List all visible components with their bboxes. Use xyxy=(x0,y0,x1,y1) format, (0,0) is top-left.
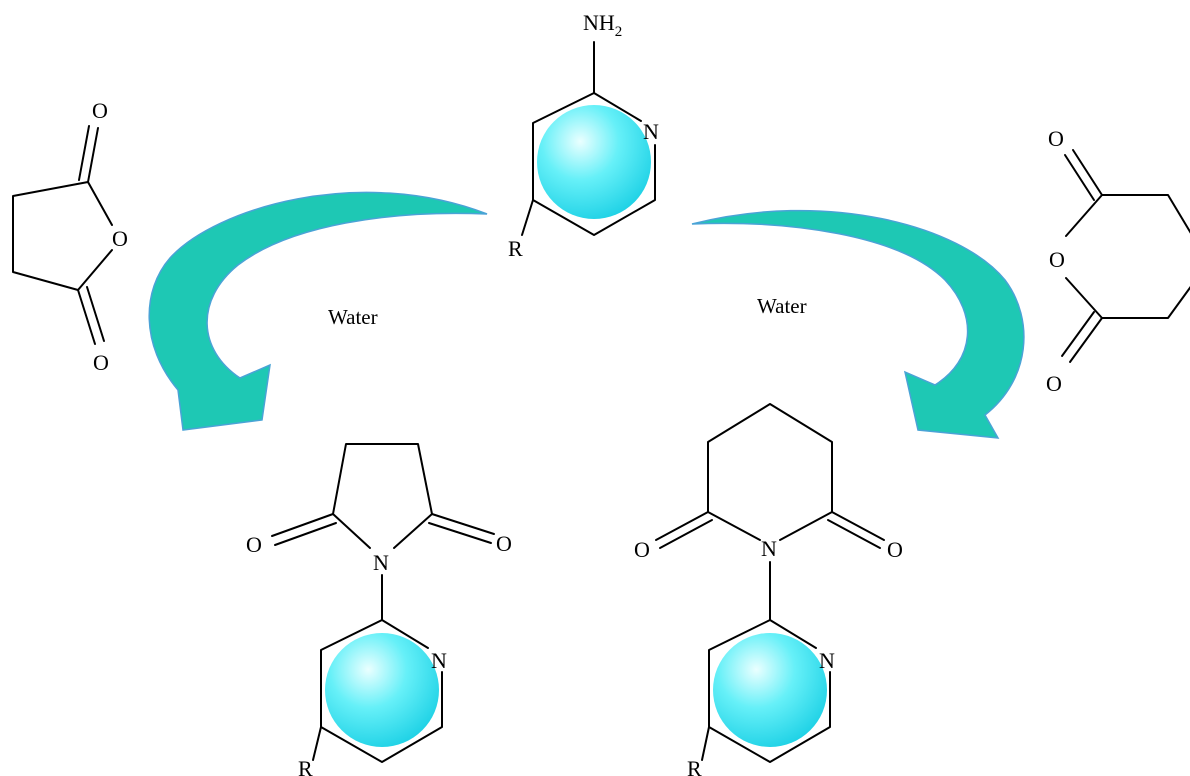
glutarimide-r-bond xyxy=(701,726,710,761)
succinimide-o-left: O xyxy=(246,532,262,557)
aminopyridine-aromatic-ring xyxy=(537,105,651,219)
succinimide-carbonyl-right-2 xyxy=(428,522,492,544)
right-arrow-outline xyxy=(691,209,1025,439)
succinic-anhydride-o-bottom: O xyxy=(93,350,109,375)
glutaric-anhydride-carbonyl-top-2 xyxy=(1064,154,1095,201)
glutaric-anhydride-o-bottom: O xyxy=(1046,371,1062,396)
succinimide-product: O N O N R xyxy=(246,443,512,776)
succinimide-carbonyl-left-2 xyxy=(274,522,337,546)
glutaric-anhydride-reactant: O O O xyxy=(1046,126,1190,396)
succinic-anhydride-carbonyl-bottom-1 xyxy=(77,289,96,345)
left-reaction-arrow xyxy=(149,192,487,430)
succinic-anhydride-carbonyl-top-1 xyxy=(87,127,99,183)
glutarimide-product: O N O N R xyxy=(634,403,903,776)
succinimide-ring-n: N xyxy=(431,648,447,673)
succinic-anhydride-reactant: O O O xyxy=(12,98,128,375)
aminopyridine-ring-bonds xyxy=(532,92,656,236)
succinic-anhydride-carbonyl-top-2 xyxy=(78,125,90,181)
glutarimide-carbonyl-left-2 xyxy=(659,519,713,549)
glutarimide-o-right: O xyxy=(887,537,903,562)
succinimide-n-imide: N xyxy=(373,550,389,575)
glutarimide-carbonyl-right-1 xyxy=(831,511,885,541)
right-reaction-arrow xyxy=(692,210,1024,438)
succinimide-o-right: O xyxy=(496,531,512,556)
glutarimide-carbonyl-left-1 xyxy=(655,511,709,541)
succinimide-substituent-r: R xyxy=(298,756,313,776)
glutaric-anhydride-o-top: O xyxy=(1048,126,1064,151)
amine-nh: NH xyxy=(583,10,615,35)
glutarimide-o-left: O xyxy=(634,537,650,562)
aminopyridine-substituent-r: R xyxy=(508,236,523,261)
succinimide-carbonyl-left-1 xyxy=(271,513,334,537)
succinic-anhydride-ring-bonds xyxy=(12,181,113,291)
succinic-anhydride-o-ring: O xyxy=(112,226,128,251)
succinimide-pyridine-ring-bonds xyxy=(320,619,443,763)
succinimide-r-bond xyxy=(312,726,322,761)
glutarimide-ring-bonds xyxy=(707,403,833,541)
succinic-anhydride-o-top: O xyxy=(92,98,108,123)
glutarimide-ring-n: N xyxy=(819,648,835,673)
right-condition-label: Water xyxy=(757,294,807,318)
glutaric-anhydride-ring-bonds xyxy=(1065,194,1190,319)
aminopyridine-amine-label: NH2 xyxy=(583,10,622,40)
glutaric-anhydride-o-ring: O xyxy=(1049,247,1065,272)
left-condition-label: Water xyxy=(328,305,378,329)
glutaric-anhydride-carbonyl-bottom-2 xyxy=(1061,311,1095,357)
succinic-anhydride-carbonyl-bottom-2 xyxy=(86,286,105,342)
glutarimide-aromatic-ring xyxy=(713,633,827,747)
glutarimide-pyridine-ring-bonds xyxy=(708,619,831,763)
left-arrow-outline xyxy=(148,191,488,431)
amine-subscript: 2 xyxy=(615,24,623,40)
succinimide-ring-bonds xyxy=(332,443,433,549)
aminopyridine-ring-n: N xyxy=(643,119,659,144)
glutarimide-n-imide: N xyxy=(761,536,777,561)
glutarimide-substituent-r: R xyxy=(687,756,702,776)
glutaric-anhydride-carbonyl-top-1 xyxy=(1072,149,1103,196)
aminopyridine-reactant: NH2 N R xyxy=(508,10,659,261)
succinimide-carbonyl-right-1 xyxy=(431,513,495,535)
aminopyridine-r-bond xyxy=(521,199,534,236)
glutaric-anhydride-carbonyl-bottom-1 xyxy=(1069,317,1103,363)
succinimide-aromatic-ring xyxy=(325,633,439,747)
glutarimide-carbonyl-right-2 xyxy=(827,519,881,549)
